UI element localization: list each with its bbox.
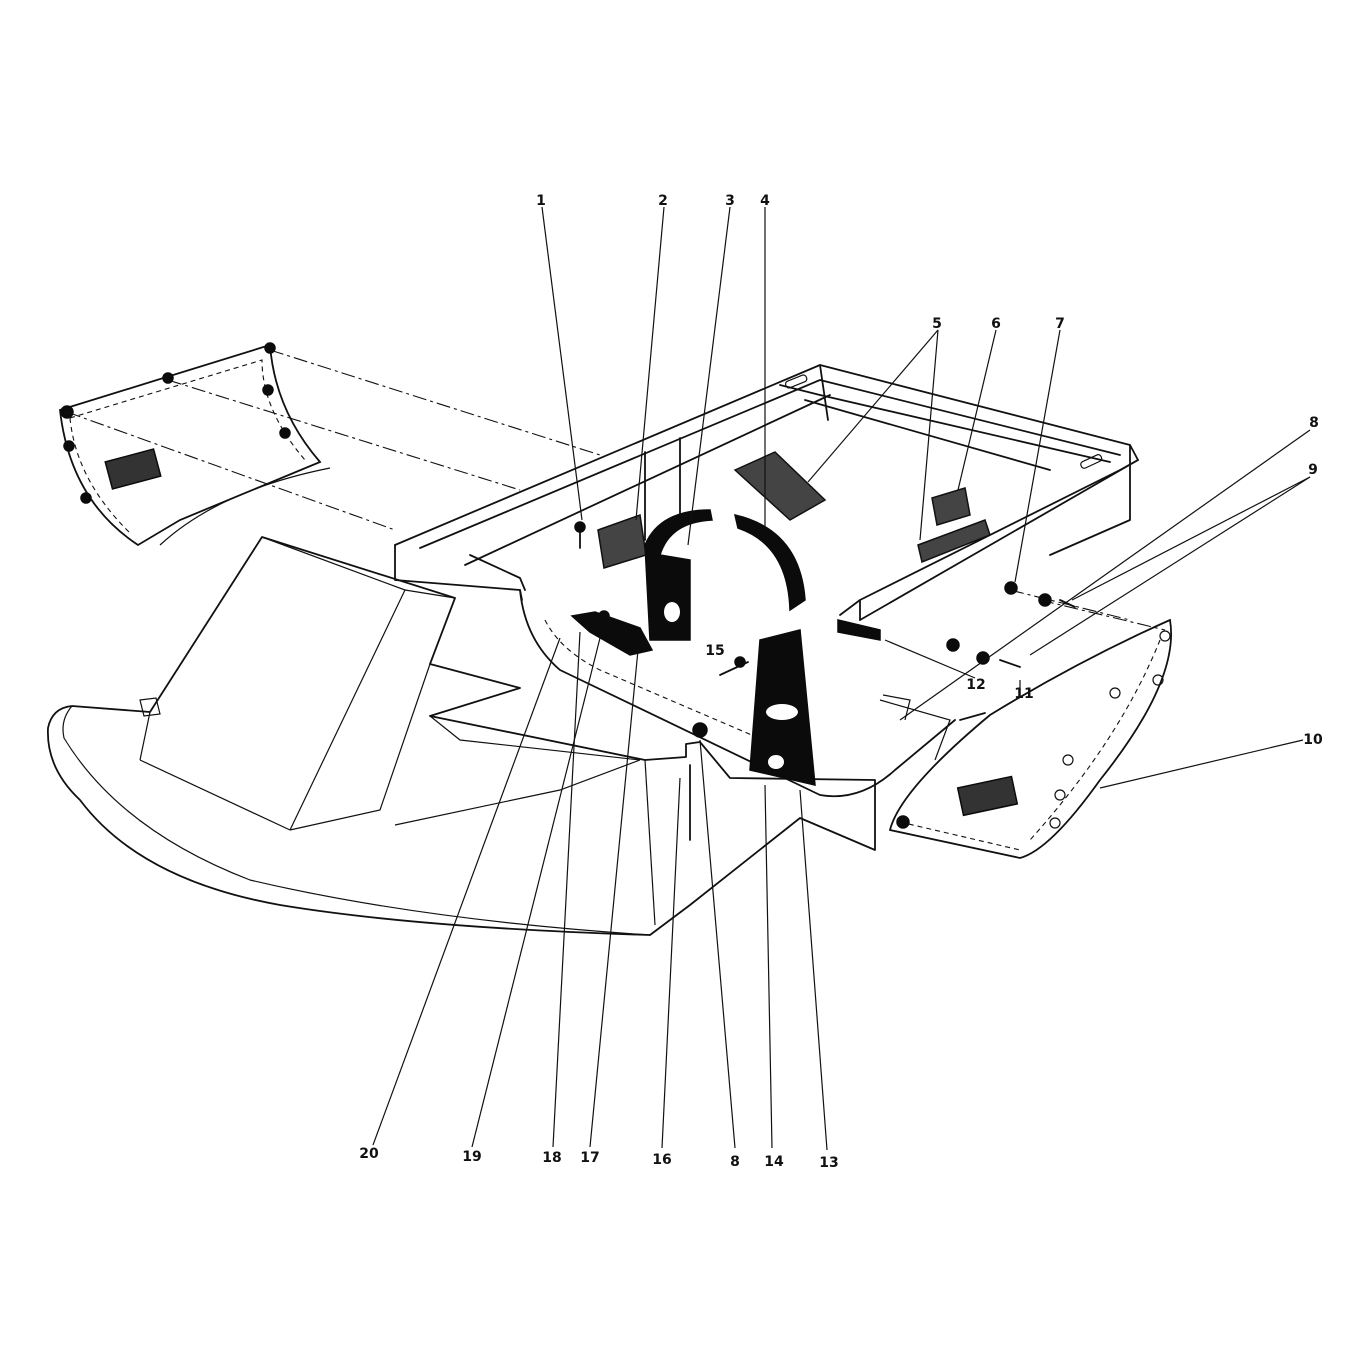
left-side-panel: [59, 342, 601, 547]
callout-10: 10: [1303, 732, 1323, 748]
hardware: [574, 521, 1076, 841]
foam-blocks: [597, 451, 991, 569]
frame: [394, 364, 1139, 798]
body-shell: [47, 536, 876, 936]
pedal-brackets: [570, 509, 881, 786]
callout-2: 2: [658, 193, 668, 209]
right-side-panel: [888, 589, 1172, 859]
callout-17: 17: [580, 1150, 599, 1166]
callout-14: 14: [764, 1154, 784, 1170]
callout-11: 11: [1014, 686, 1033, 702]
callouts: 1 2 3 4 5 6 7 8 9 10 11 12 15 20 19 18 1…: [359, 193, 1323, 1171]
callout-20: 20: [359, 1146, 379, 1162]
callout-4: 4: [760, 193, 770, 209]
leader-lines: [372, 206, 1311, 1151]
callout-15: 15: [705, 643, 724, 659]
callout-5: 5: [932, 316, 942, 332]
callout-19: 19: [462, 1149, 481, 1165]
callout-7: 7: [1055, 316, 1065, 332]
callout-1: 1: [536, 193, 546, 209]
callout-9: 9: [1308, 462, 1318, 478]
callout-16: 16: [652, 1152, 671, 1168]
callout-13: 13: [819, 1155, 838, 1171]
callout-12: 12: [966, 677, 985, 693]
callout-6: 6: [991, 316, 1001, 332]
callout-8-bottom: 8: [730, 1154, 740, 1170]
callout-18: 18: [542, 1150, 561, 1166]
callout-8-top: 8: [1309, 415, 1319, 431]
callout-3: 3: [725, 193, 735, 209]
